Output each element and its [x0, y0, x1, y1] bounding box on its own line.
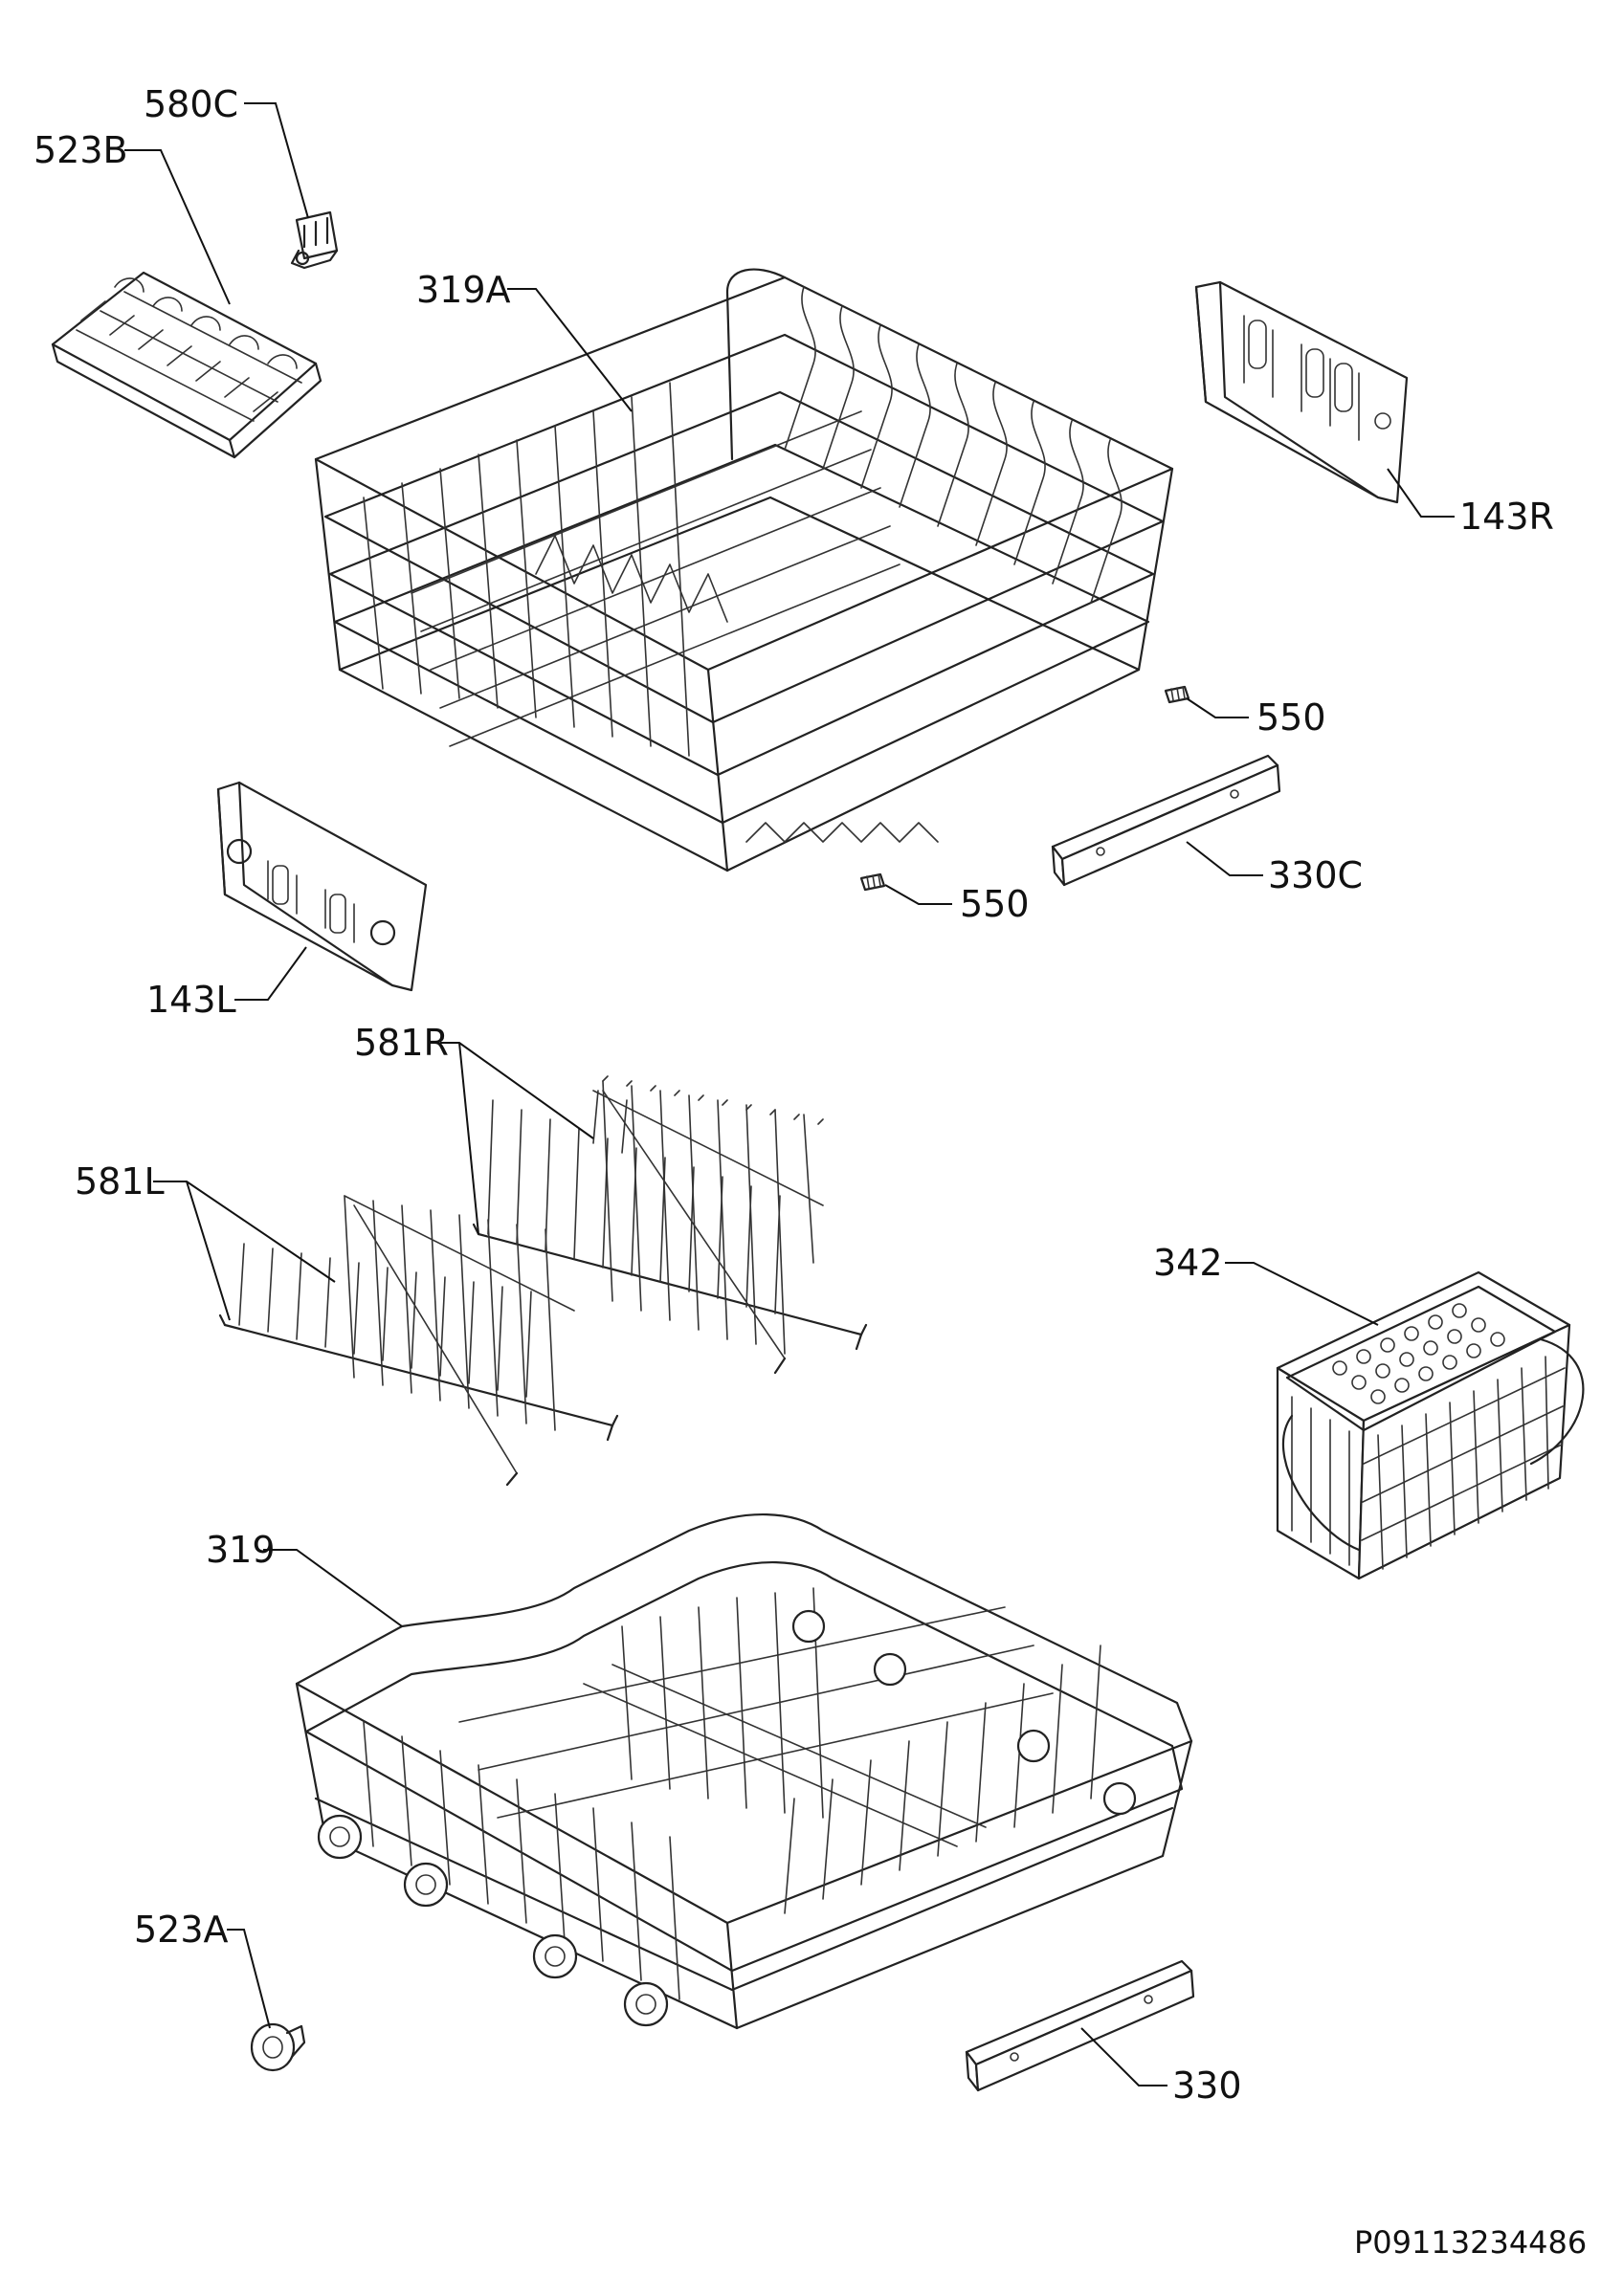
part-330C-strip	[1051, 754, 1281, 887]
part-143R-right-rail	[1194, 280, 1409, 504]
part-labels: 580C 523B 319A 143R 550 330C 550 143L 58…	[33, 83, 1554, 2107]
label-580C: 580C	[144, 83, 238, 125]
part-319-lower-basket	[295, 1512, 1193, 2030]
label-319A: 319A	[416, 269, 511, 311]
label-143L: 143L	[146, 979, 236, 1021]
part-550-screw-lower	[859, 872, 886, 892]
part-319A-upper-basket	[314, 268, 1174, 872]
part-143L-left-rail	[216, 781, 428, 992]
part-523A-wheel	[250, 2022, 306, 2072]
label-550-upper: 550	[1256, 696, 1326, 739]
part-330-strip	[965, 1959, 1195, 2092]
part-580C-clip	[290, 210, 339, 270]
part-581L-tine-row	[218, 1195, 619, 1487]
label-319: 319	[206, 1529, 276, 1571]
label-143R: 143R	[1459, 496, 1554, 538]
label-330: 330	[1172, 2064, 1242, 2107]
document-id: P09113234486	[1354, 2224, 1587, 2261]
label-550-lower: 550	[960, 883, 1030, 925]
label-330C: 330C	[1268, 854, 1363, 896]
label-523B: 523B	[33, 129, 128, 171]
leader-lines	[124, 102, 1455, 2086]
part-550-screw-upper	[1164, 685, 1190, 704]
label-581L: 581L	[75, 1160, 165, 1203]
part-342-cutlery-basket	[1276, 1270, 1585, 1580]
label-523A: 523A	[134, 1909, 229, 1951]
part-523B-cup-shelf	[51, 271, 322, 459]
label-581R: 581R	[354, 1022, 449, 1064]
part-581R-tine-row	[472, 1075, 868, 1375]
label-342: 342	[1153, 1242, 1223, 1284]
